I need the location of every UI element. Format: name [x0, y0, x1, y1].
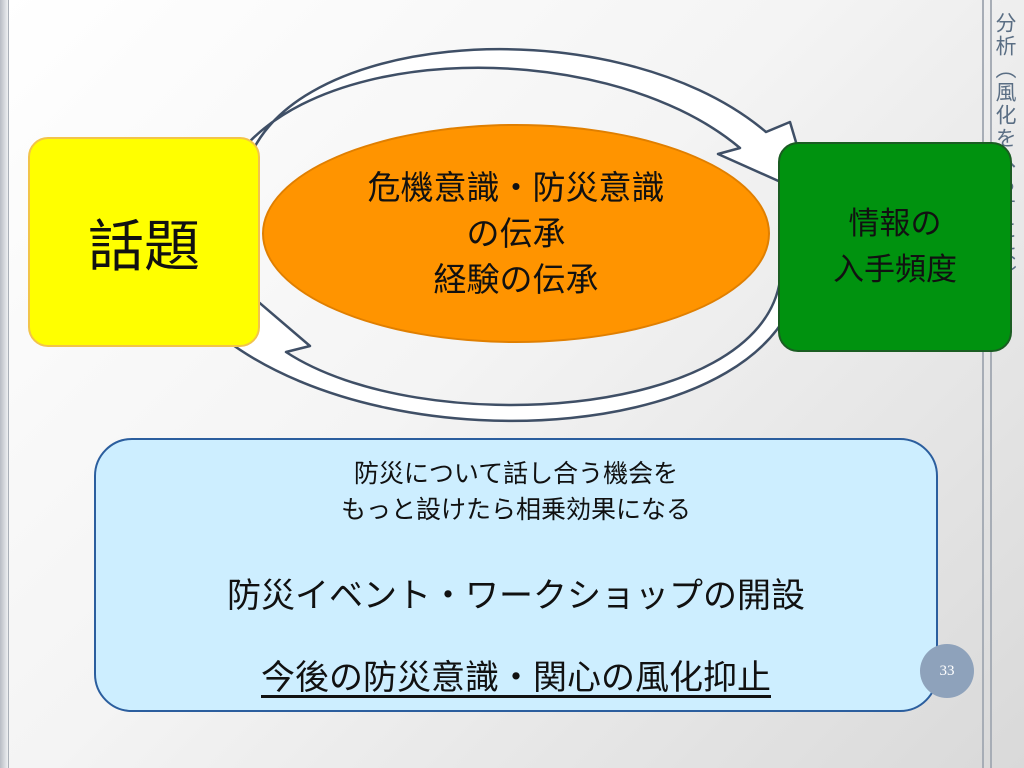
- tradition-ellipse: 危機意識・防災意識 の伝承 経験の伝承: [262, 124, 770, 343]
- strip-line: [982, 0, 984, 768]
- page-number: 33: [939, 662, 955, 679]
- conclusion-box: 防災について話し合う機会を もっと設けたら相乗効果になる 防災イベント・ワークシ…: [94, 438, 938, 712]
- info-frequency-box: 情報の 入手頻度: [778, 142, 1012, 352]
- topic-label: 話題: [88, 214, 200, 280]
- conclusion-line-2: もっと設けたら相乗効果になる: [340, 495, 691, 524]
- page-number-badge: 33: [920, 644, 974, 698]
- conclusion-line-4: 今後の防災意識・関心の風化抑止: [96, 650, 936, 699]
- ellipse-line: 経験の伝承: [433, 259, 599, 299]
- info-line: 入手頻度: [833, 252, 957, 288]
- topic-box: 話題: [28, 137, 260, 347]
- info-line: 情報の: [848, 206, 942, 242]
- conclusion-line-1: 防災について話し合う機会を: [353, 459, 679, 488]
- ellipse-line: 危機意識・防災意識: [367, 167, 665, 207]
- strip-line: [990, 0, 992, 768]
- conclusion-line-3: 防災イベント・ワークショップの開設: [227, 576, 805, 616]
- ellipse-line: の伝承: [466, 213, 566, 253]
- top-curved-arrow: [216, 48, 814, 198]
- right-decoration-strip: [976, 0, 1024, 768]
- slide-left-edge: [0, 0, 9, 768]
- conclusion-line-4-text: 今後の防災意識・関心の風化抑止: [261, 658, 771, 698]
